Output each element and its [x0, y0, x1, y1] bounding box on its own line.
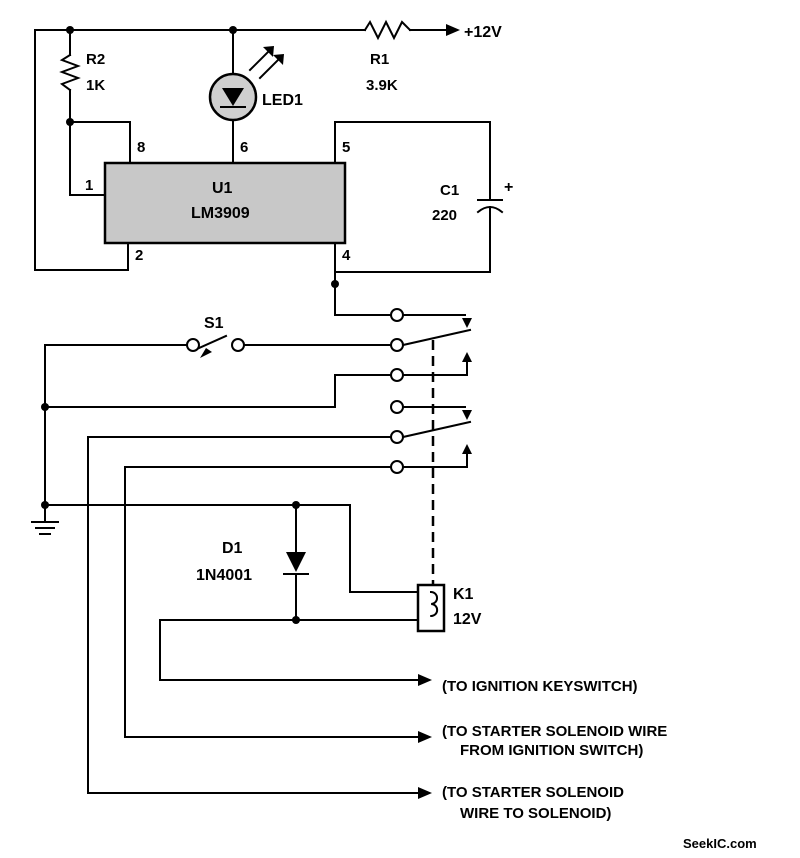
c1-loop — [334, 121, 504, 273]
d1-and-coil — [44, 501, 446, 681]
output-leads — [87, 436, 432, 799]
supply-label: +12V — [464, 24, 502, 41]
note-starter-from-2: FROM IGNITION SWITCH) — [460, 742, 643, 759]
relay-contacts — [390, 308, 472, 588]
note-starter-to-2: WIRE TO SOLENOID) — [460, 805, 611, 822]
s1-arrow-icon — [200, 348, 212, 358]
led1 — [208, 26, 284, 164]
ground-icon — [31, 504, 59, 535]
u1-chip — [103, 161, 347, 245]
ground-bus-wire — [44, 374, 392, 408]
s1-ref: S1 — [204, 315, 224, 332]
pin-1-label: 1 — [85, 177, 93, 194]
r1-value: 3.9K — [366, 77, 398, 94]
s1-switch — [44, 334, 392, 506]
r1-ref: R1 — [370, 51, 389, 68]
r2-ref: R2 — [86, 51, 105, 68]
r1-resistor-symbol — [363, 19, 412, 41]
k1-ref: K1 — [453, 586, 474, 603]
note-ignition: (TO IGNITION KEYSWITCH) — [442, 678, 638, 695]
d1-ref: D1 — [222, 540, 243, 557]
note-starter-to-1: (TO STARTER SOLENOID — [442, 784, 624, 801]
supply-arrow-icon — [446, 24, 460, 36]
ignition-arrow-icon — [418, 674, 432, 686]
top-supply-rail — [34, 19, 460, 271]
u1-part: LM3909 — [191, 205, 250, 222]
led-ref: LED1 — [262, 92, 303, 109]
c1-polarity: + — [504, 179, 513, 196]
c1-ref: C1 — [440, 182, 459, 199]
d1-diode-icon — [286, 552, 306, 572]
starter-from-arrow-icon — [418, 731, 432, 743]
r2-resistor-symbol — [59, 53, 81, 92]
pin2-wire — [34, 242, 129, 271]
starter-to-arrow-icon — [418, 787, 432, 799]
pin-8-label: 8 — [137, 139, 145, 156]
r2-value: 1K — [86, 77, 105, 94]
c1-value: 220 — [432, 207, 457, 224]
k1-value: 12V — [453, 611, 482, 628]
u1-ref: U1 — [212, 180, 233, 197]
led-light-arrows-icon — [248, 46, 284, 80]
r2-branch — [59, 26, 131, 196]
d1-part: 1N4001 — [196, 567, 252, 584]
note-starter-from-1: (TO STARTER SOLENOID WIRE — [442, 723, 667, 740]
watermark: SeekIC.com — [683, 836, 757, 851]
pin-6-label: 6 — [240, 139, 248, 156]
pin-5-label: 5 — [342, 139, 350, 156]
pin-2-label: 2 — [135, 247, 143, 264]
led-diode-icon — [222, 88, 244, 106]
pin-4-label: 4 — [342, 247, 351, 264]
